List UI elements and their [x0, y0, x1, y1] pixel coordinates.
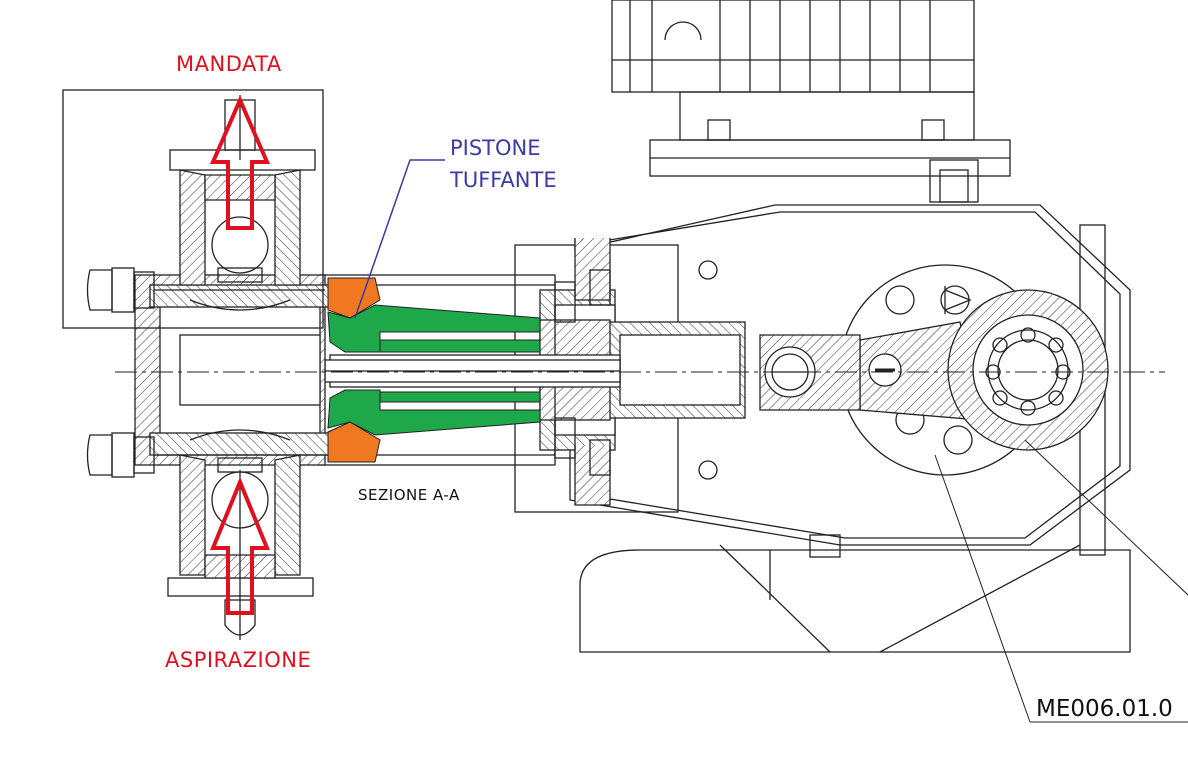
aspirazione-label: ASPIRAZIONE	[165, 648, 312, 672]
part-ref-leaders	[934, 439, 1188, 723]
mandata-label: MANDATA	[176, 52, 282, 76]
pump-base	[579, 544, 1131, 653]
discharge-valve	[62, 89, 324, 329]
piston-rod	[324, 354, 621, 388]
suction-arrow	[210, 476, 270, 615]
section-label: SEZIONE A-A	[358, 486, 460, 504]
pistone-label-line2: TUFFANTE	[450, 168, 557, 192]
piston-callout-leader	[354, 159, 445, 319]
tie-rod-nuts	[86, 267, 325, 478]
plunger-green	[327, 304, 541, 436]
eccentric-bearing	[947, 289, 1109, 451]
valve-body	[134, 274, 336, 466]
part-reference: ME006.01.0	[1036, 696, 1173, 722]
discharge-arrow	[209, 94, 271, 230]
motor-housing	[611, 0, 1011, 203]
seal-packing	[327, 277, 381, 463]
pistone-label-line1: PISTONE	[450, 136, 541, 160]
crank-housing	[569, 204, 1131, 558]
